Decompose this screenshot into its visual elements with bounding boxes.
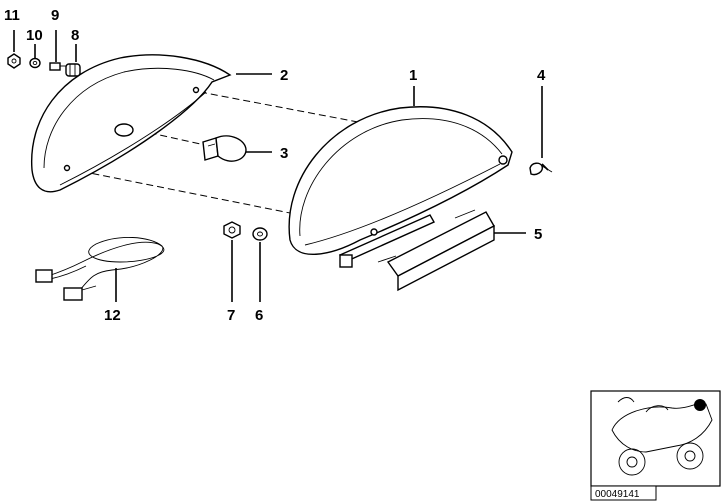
alignment-line-top bbox=[199, 91, 359, 123]
callout-1[interactable]: 1 bbox=[409, 67, 417, 84]
callout-7[interactable]: 7 bbox=[227, 307, 235, 324]
callout-3[interactable]: 3 bbox=[280, 145, 288, 162]
washer-part-6[interactable] bbox=[252, 227, 268, 241]
callout-8[interactable]: 8 bbox=[71, 27, 79, 44]
callout-12[interactable]: 12 bbox=[104, 307, 121, 324]
callout-6[interactable]: 6 bbox=[255, 307, 263, 324]
grommet-part-8[interactable] bbox=[65, 63, 81, 77]
screw-part-4[interactable] bbox=[529, 162, 553, 176]
reflector-part[interactable] bbox=[338, 209, 495, 292]
callout-9[interactable]: 9 bbox=[51, 7, 59, 24]
lens-part[interactable] bbox=[288, 106, 513, 255]
washer-part-10[interactable] bbox=[29, 57, 41, 69]
screw-part-9[interactable] bbox=[49, 62, 66, 71]
reference-number: 00049141 bbox=[595, 489, 640, 500]
bulb-part[interactable] bbox=[202, 135, 247, 162]
callout-5[interactable]: 5 bbox=[534, 226, 542, 243]
alignment-line-bottom bbox=[59, 166, 301, 216]
highlight-marker bbox=[694, 399, 706, 411]
callout-2[interactable]: 2 bbox=[280, 67, 288, 84]
nut-part-11[interactable] bbox=[7, 53, 21, 69]
cable-harness-part[interactable] bbox=[35, 236, 165, 301]
callout-4[interactable]: 4 bbox=[537, 67, 546, 84]
callout-11[interactable]: 11 bbox=[4, 7, 20, 24]
callout-10[interactable]: 10 bbox=[26, 27, 43, 44]
housing-part[interactable] bbox=[30, 54, 232, 193]
leader-lines bbox=[13, 30, 543, 302]
nut-part-7[interactable] bbox=[223, 221, 241, 239]
motorcycle-thumbnail-icon[interactable] bbox=[590, 390, 721, 487]
